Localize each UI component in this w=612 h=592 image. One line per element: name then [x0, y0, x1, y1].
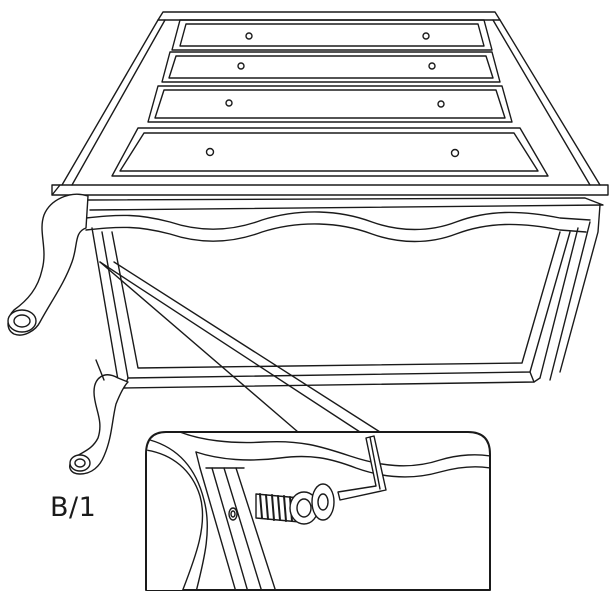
front-apron	[85, 197, 604, 243]
drawer-knob-3a	[225, 99, 233, 107]
drawer-knob-1a	[245, 32, 253, 40]
step-label: B/1	[50, 492, 97, 523]
detail-callout	[145, 431, 491, 591]
drawer-knob-2b	[428, 62, 436, 70]
dresser-top	[61, 11, 601, 186]
drawer-knob-4a	[205, 147, 215, 157]
callout-leader-lines	[99, 261, 381, 433]
drawer-2	[161, 51, 501, 83]
bolt-icon	[255, 483, 335, 525]
drawer-knob-4b	[450, 148, 460, 158]
allen-wrench-icon	[337, 435, 387, 501]
drawer-knob-2a	[237, 62, 245, 70]
drawer-4	[111, 127, 549, 177]
leg-rear-left	[69, 359, 129, 475]
leg-foot-end	[7, 309, 37, 333]
leg-front-left	[7, 193, 89, 336]
drawer-3	[147, 85, 513, 123]
drawer-1	[171, 19, 493, 51]
dresser-base-rim	[51, 184, 609, 196]
drawer-knob-1b	[422, 32, 430, 40]
drawer-knob-3b	[437, 100, 445, 108]
